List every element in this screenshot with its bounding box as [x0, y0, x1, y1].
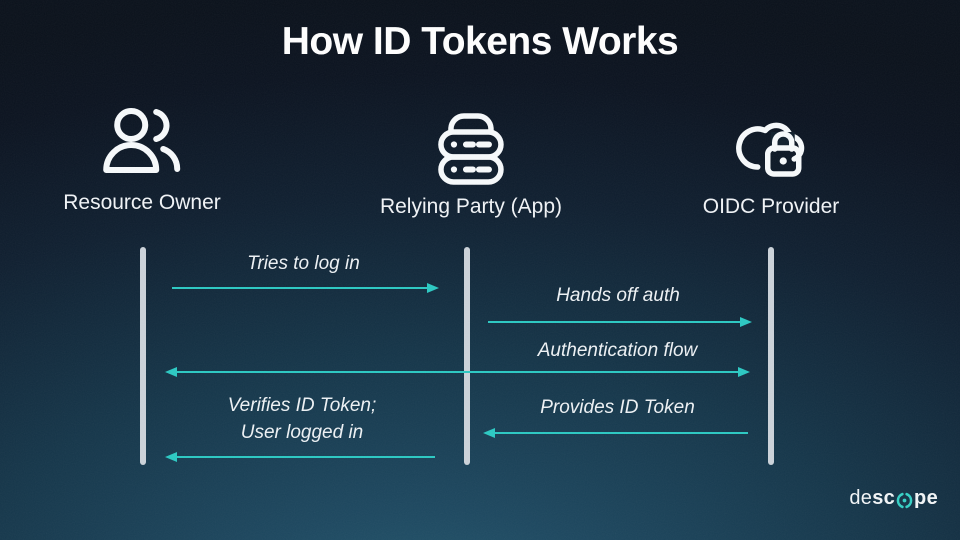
message-label-tries-to-log-in: Tries to log in — [247, 253, 360, 274]
circle-dot-icon — [896, 492, 913, 508]
arrow-shaft — [172, 287, 435, 289]
logo-text-pe: pe — [914, 487, 938, 509]
actor-relying-party: Relying Party (App) — [380, 103, 562, 219]
arrowhead-right-icon — [738, 366, 750, 377]
lifeline-oidc-provider — [768, 247, 774, 465]
message-label-hands-off-auth: Hands off auth — [556, 285, 680, 306]
actor-label: Relying Party (App) — [379, 195, 563, 218]
actor-resource-owner: Resource Owner — [63, 103, 221, 215]
arrow-shaft — [487, 432, 748, 434]
arrow-tries-to-log-in — [170, 282, 439, 294]
cloud-lock-icon — [736, 122, 805, 177]
lifeline-relying-party — [464, 247, 470, 465]
lifeline-resource-owner — [140, 247, 146, 465]
arrowhead-right-icon — [427, 282, 439, 293]
message-label-line2: User logged in — [240, 422, 364, 443]
arrowhead-left-icon — [165, 451, 177, 462]
arrowhead-left-icon — [483, 427, 495, 438]
arrowhead-left-icon — [165, 366, 177, 377]
arrow-provides-id-token — [483, 427, 750, 439]
arrow-shaft — [169, 456, 435, 458]
message-label-line1: Verifies ID Token; — [227, 395, 377, 416]
logo-text-sc: sc — [872, 487, 896, 509]
actor-oidc-provider: OIDC Provider — [702, 103, 840, 219]
arrow-verifies-id-token — [165, 451, 437, 463]
actor-label: OIDC Provider — [702, 195, 840, 218]
arrow-shaft — [169, 371, 746, 373]
arrowhead-right-icon — [740, 316, 752, 327]
users-icon — [103, 108, 181, 173]
server-stack-icon — [438, 113, 504, 185]
logo-text-de: de — [849, 487, 873, 509]
arrow-shaft — [488, 321, 748, 323]
arrow-authentication-flow — [165, 366, 750, 378]
message-label-authentication-flow: Authentication flow — [537, 340, 698, 361]
message-label-provides-id-token: Provides ID Token — [540, 397, 695, 418]
arrow-hands-off-auth — [486, 316, 752, 328]
page-title: How ID Tokens Works — [281, 20, 679, 63]
actor-label: Resource Owner — [63, 191, 221, 214]
message-label-verifies-id-token: Verifies ID Token; User logged in — [167, 392, 437, 446]
